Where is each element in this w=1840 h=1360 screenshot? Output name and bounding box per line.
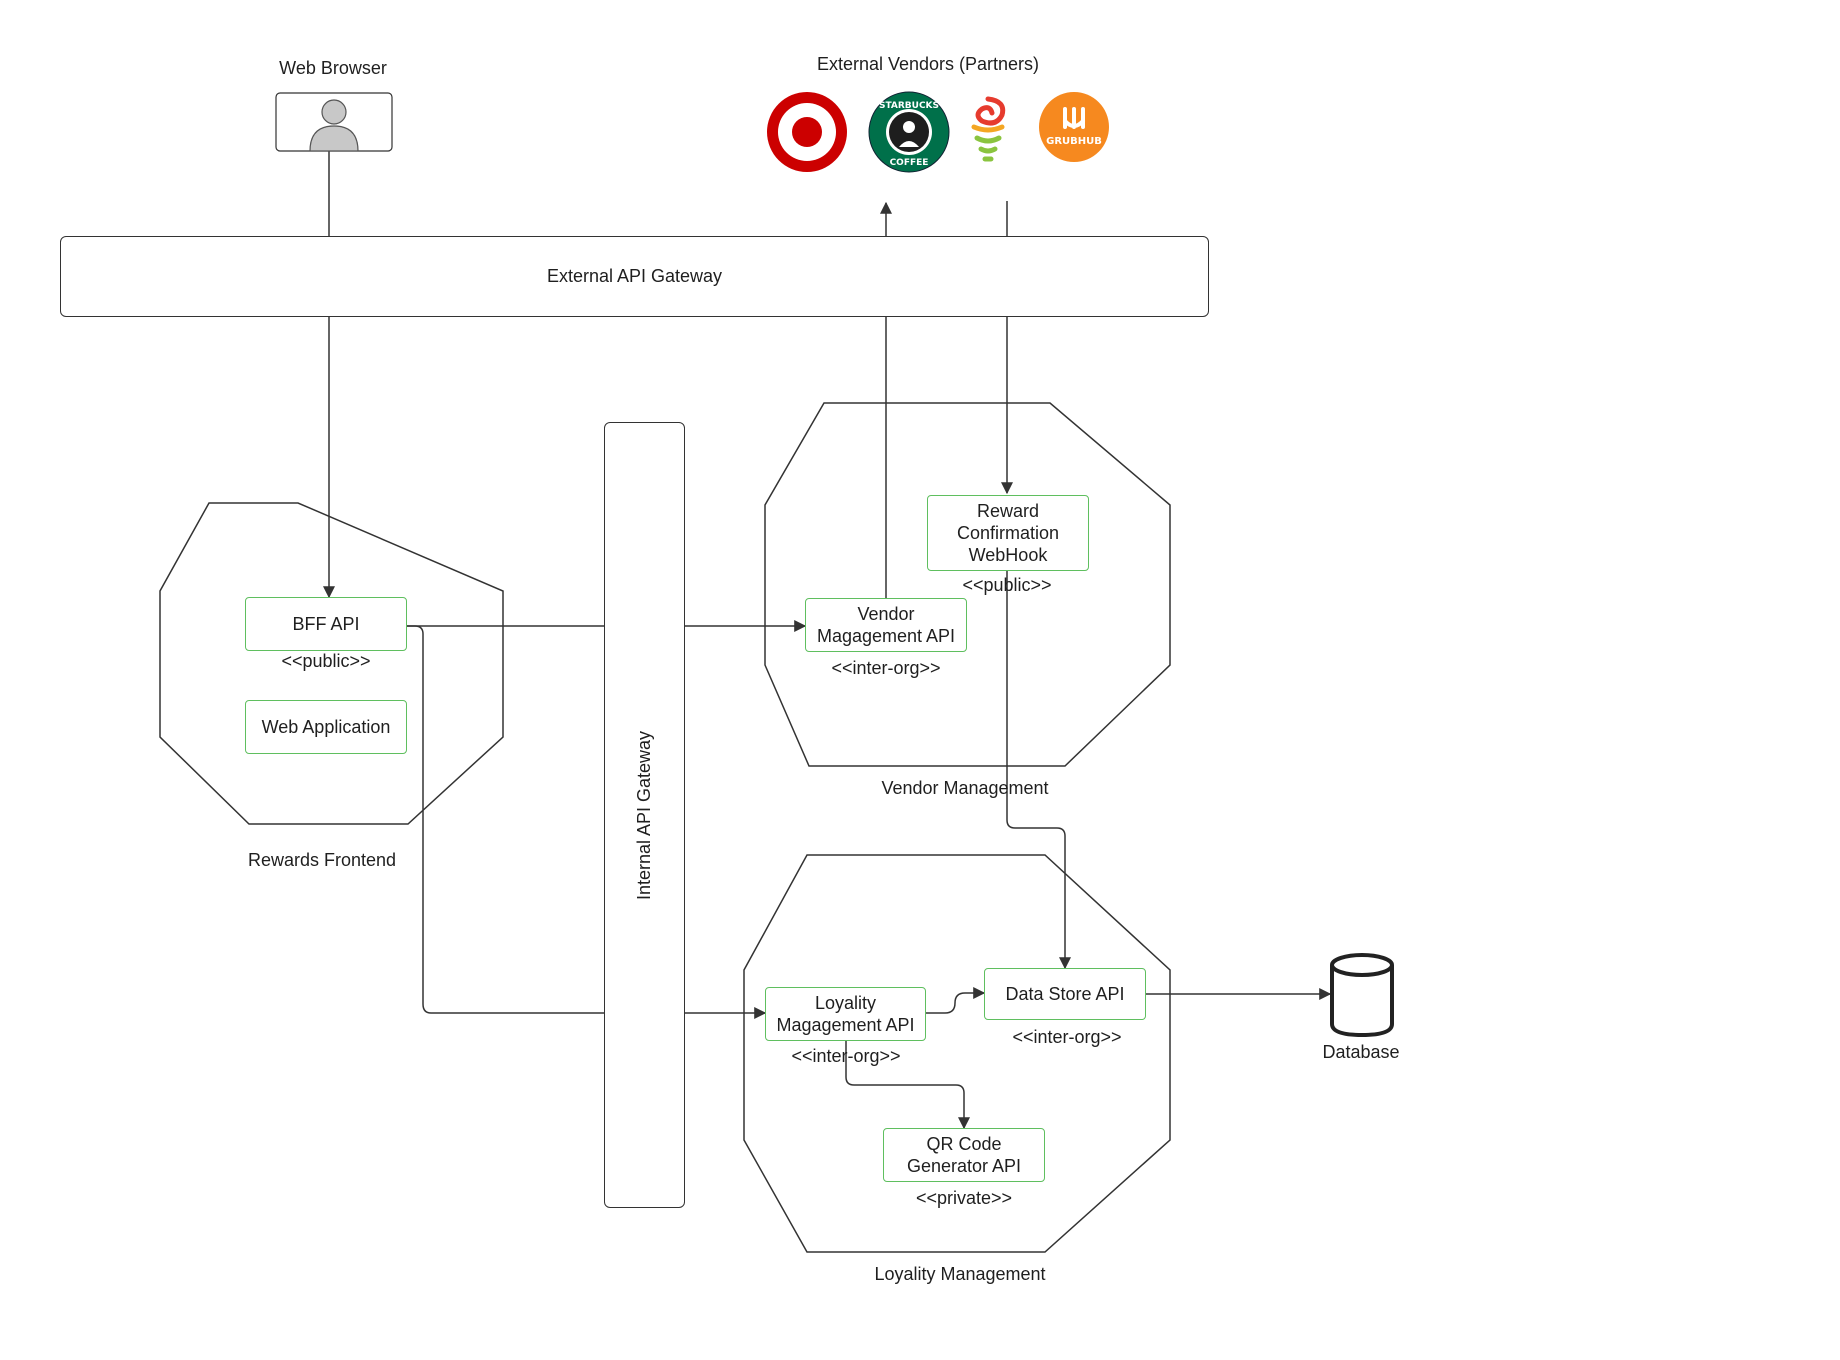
webhook-label-line3: WebHook <box>968 545 1048 565</box>
browser-title: Web Browser <box>279 58 387 78</box>
qr-api-tag: <<private>> <box>915 1188 1013 1208</box>
bff-api-box: BFF API <box>245 597 407 651</box>
web-application-box: Web Application <box>245 700 407 754</box>
connector-webhook-to-datastore <box>1006 571 1071 970</box>
bff-api-label: BFF API <box>292 614 360 634</box>
target-logo-icon <box>767 92 847 172</box>
vendor-management-title: Vendor Management <box>881 778 1049 798</box>
external-gateway-label: External API Gateway <box>546 266 723 286</box>
vendor-management-api-box: Vendor Magagement API <box>805 598 967 652</box>
data-store-api-tag: <<inter-org>> <box>1012 1027 1122 1047</box>
vendor-api-tag: <<inter-org>> <box>831 658 941 678</box>
loyalty-api-tag: <<inter-org>> <box>791 1046 901 1066</box>
data-store-api-label: Data Store API <box>1005 984 1125 1004</box>
rewards-frontend-title: Rewards Frontend <box>247 850 397 870</box>
reward-confirmation-webhook-box: Reward Confirmation WebHook <box>927 495 1089 571</box>
qr-api-label-line1: QR Code <box>926 1134 1002 1154</box>
vendor-api-label-line1: Vendor <box>857 604 915 624</box>
loyalty-management-title: Loyality Management <box>874 1264 1046 1284</box>
starbucks-logo-text: STARBUCKS <box>879 101 939 111</box>
browser-user-icon <box>275 92 393 152</box>
webhook-label-line2: Confirmation <box>956 523 1060 543</box>
connector-loyalty-to-qr <box>845 1041 970 1130</box>
grubhub-logo-icon: GRUBHUB <box>1039 92 1109 162</box>
qr-code-generator-api-box: QR Code Generator API <box>883 1128 1045 1182</box>
starbucks-logo-icon: STARBUCKS COFFEE <box>868 91 950 173</box>
grubhub-logo-text: GRUBHUB <box>1046 136 1102 147</box>
webhook-label-line1: Reward <box>976 501 1039 521</box>
connector-bff-to-loyalty-api <box>407 625 767 1019</box>
database-label: Database <box>1322 1042 1400 1062</box>
qr-api-label-line2: Generator API <box>906 1156 1022 1176</box>
database-icon <box>1330 953 1394 1038</box>
loyalty-management-api-box: Loyality Magagement API <box>765 987 926 1041</box>
webhook-tag: <<public>> <box>962 575 1052 595</box>
vendors-title: External Vendors (Partners) <box>816 54 1040 74</box>
web-application-label: Web Application <box>261 717 391 737</box>
loyalty-api-label-line1: Loyality <box>814 993 877 1013</box>
connector-loyalty-to-datastore <box>926 987 986 1014</box>
vendor-management-boundary <box>764 402 1171 767</box>
loyalty-management-boundary <box>743 854 1171 1253</box>
data-store-api-box: Data Store API <box>984 968 1146 1020</box>
jamba-logo-icon <box>971 96 1006 162</box>
internal-gateway-label: Internal API Gateway <box>634 730 654 900</box>
vendor-api-label-line2: Magagement API <box>816 626 956 646</box>
svg-text:COFFEE: COFFEE <box>890 158 929 168</box>
loyalty-api-label-line2: Magagement API <box>776 1015 915 1035</box>
bff-api-tag: <<public>> <box>281 651 371 671</box>
internal-api-gateway: Internal API Gateway <box>604 422 685 1208</box>
rewards-frontend-boundary <box>159 502 504 825</box>
external-api-gateway: External API Gateway <box>60 236 1209 317</box>
